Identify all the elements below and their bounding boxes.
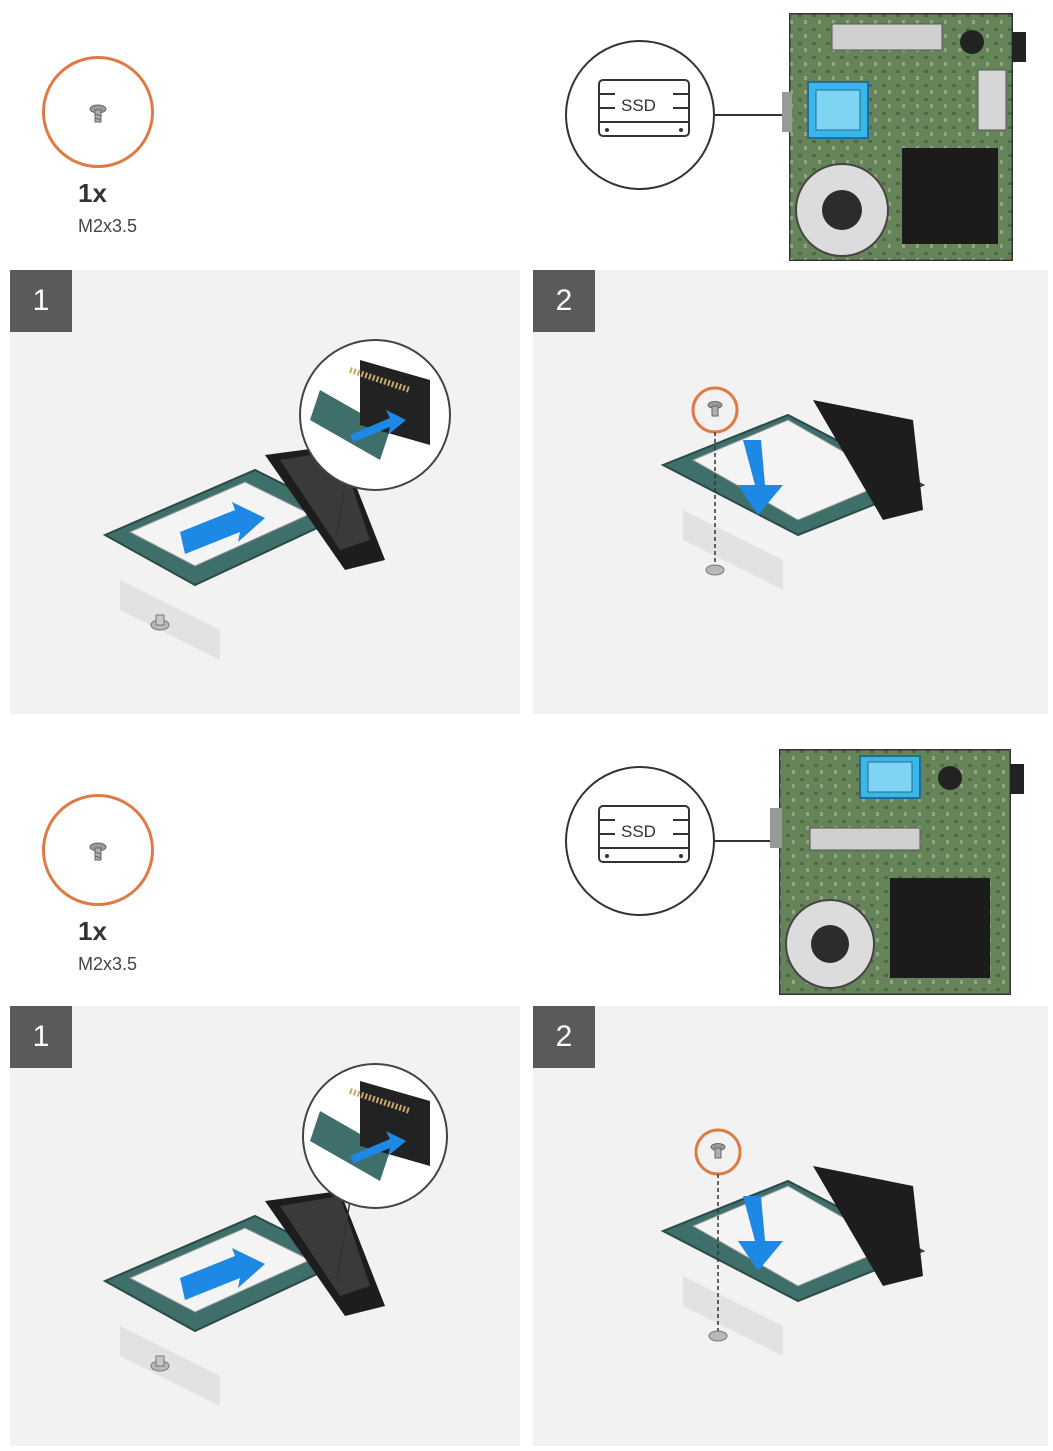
screw-icon [45, 59, 151, 165]
ssd-insert-illustration [10, 1006, 520, 1446]
step-2-panel: 2 [533, 270, 1048, 714]
ssd-callout-label: SSD [621, 822, 656, 842]
ssd-callout-circle: SSD [565, 40, 715, 190]
ssd-secure-illustration [533, 270, 1048, 714]
ssd-callout-label: SSD [621, 96, 656, 116]
screw-legend-ring [42, 56, 154, 168]
system-board-overview [770, 748, 1032, 998]
screw-legend-ring [42, 794, 154, 906]
screw-quantity: 1x [78, 178, 107, 209]
screw-icon [45, 797, 151, 903]
screw-spec: M2x3.5 [78, 216, 137, 237]
ssd-insert-illustration [10, 270, 520, 714]
step-1-panel: 1 [10, 1006, 520, 1446]
ssd-secure-illustration [533, 1006, 1048, 1446]
screw-spec: M2x3.5 [78, 954, 137, 975]
step-1-panel: 1 [10, 270, 520, 714]
step-2-panel: 2 [533, 1006, 1048, 1446]
system-board-overview [782, 12, 1032, 262]
screw-quantity: 1x [78, 916, 107, 947]
ssd-callout-circle: SSD [565, 766, 715, 916]
